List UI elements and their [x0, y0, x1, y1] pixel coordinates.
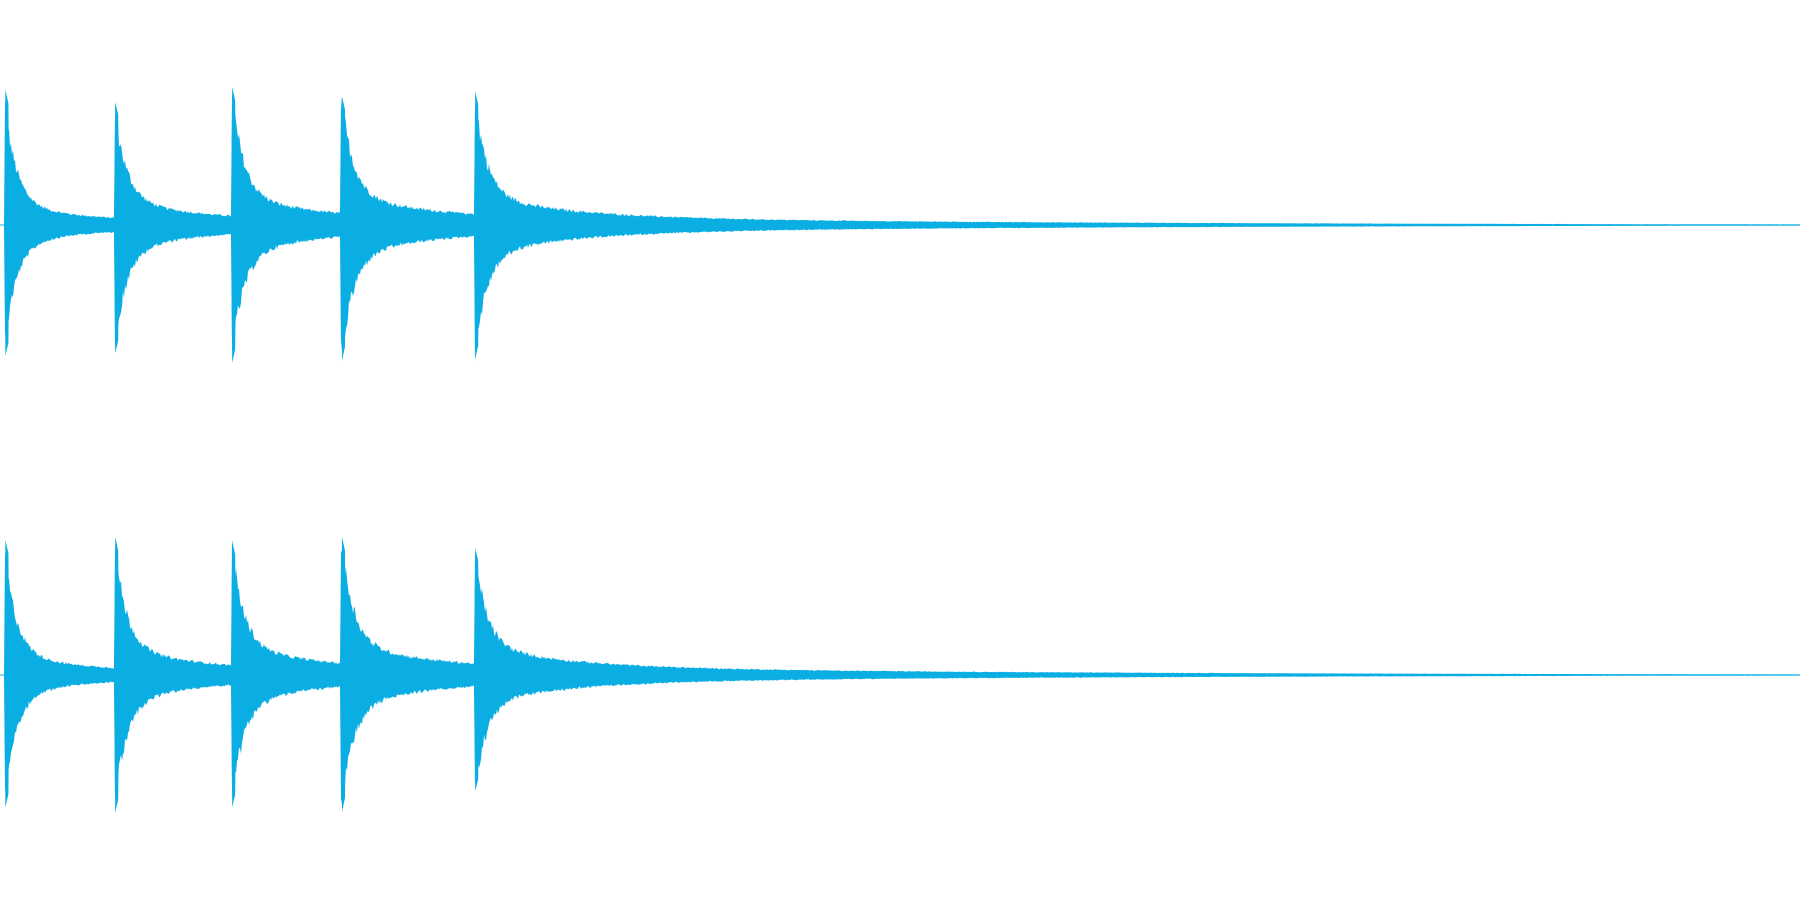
- right-channel-transient-4: [341, 537, 346, 812]
- left-channel-transient-2: [114, 102, 120, 354]
- right-channel-transient-1: [4, 539, 10, 808]
- left-channel-transient-5: [474, 91, 480, 359]
- right-channel-transient-2: [114, 537, 120, 813]
- right-channel-transient-3: [231, 541, 237, 808]
- left-channel-envelope: [0, 94, 1800, 363]
- left-channel-transient-1: [4, 89, 10, 357]
- left-channel-waveform: [0, 87, 1800, 363]
- right-channel-transient-5: [474, 548, 480, 791]
- left-channel-transient-4: [341, 96, 346, 361]
- right-channel-envelope: [0, 539, 1800, 805]
- left-channel-transient-3: [231, 87, 237, 363]
- right-channel-waveform: [0, 537, 1800, 813]
